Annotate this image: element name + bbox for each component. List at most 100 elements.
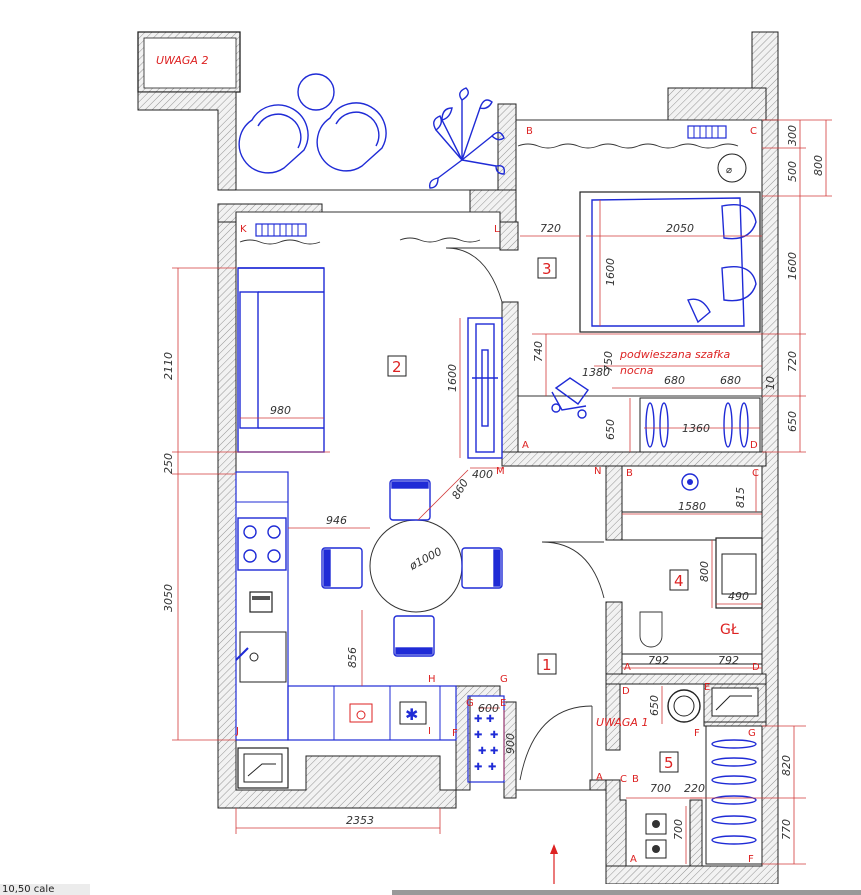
dim-650-bath: 650 (648, 695, 661, 716)
svg-text:A: A (624, 662, 631, 673)
dim-820: 820 (780, 755, 793, 776)
svg-text:✚: ✚ (488, 762, 496, 773)
curtains (239, 143, 739, 245)
storage-room (645, 725, 763, 865)
dim-1360: 1360 (682, 422, 710, 435)
bedroom: ⌀ (551, 153, 761, 453)
dim-900: 900 (504, 733, 517, 754)
svg-text:✚: ✚ (474, 714, 482, 725)
dim-300: 300 (786, 125, 799, 146)
svg-text:F: F (452, 728, 458, 739)
dim-3050: 3050 (162, 584, 175, 612)
svg-text:M: M (496, 466, 505, 477)
dim-750: 750 (602, 351, 615, 372)
uwaga2-label: UWAGA 2 (156, 54, 208, 67)
svg-text:E: E (704, 682, 710, 693)
dim-650-wardrobe: 650 (604, 419, 617, 440)
dim-400: 400 (472, 468, 493, 481)
gl-label: GŁ (720, 622, 739, 638)
dim-740: 740 (532, 341, 545, 362)
dim-1580: 1580 (678, 500, 706, 513)
dim-1600-bed: 1600 (604, 258, 617, 286)
dim-1380: 1380 (582, 366, 610, 379)
svg-text:K: K (240, 224, 247, 235)
dim-700-a: 700 (650, 782, 671, 795)
dim-1000: ø1000 (406, 545, 444, 573)
kitchen: ✱ (235, 471, 457, 741)
dim-792-b: 792 (718, 654, 739, 667)
svg-text:G: G (500, 674, 508, 685)
point-letters: A B C D K L M N B C A D D E F G H I J G … (235, 126, 760, 865)
dim-815: 815 (734, 487, 747, 508)
uwaga1-label: UWAGA 1 (596, 716, 648, 729)
dim-800-bath: 800 (698, 561, 711, 582)
tv-stand (467, 317, 503, 459)
dim-10: 10 (764, 376, 777, 390)
svg-text:✱: ✱ (405, 705, 418, 724)
dim-500: 500 (786, 161, 799, 182)
dim-720-bed: 720 (540, 222, 561, 235)
sofa (237, 267, 325, 453)
room-5-number: 5 (664, 754, 674, 772)
dim-680-b: 680 (720, 374, 741, 387)
svg-text:L: L (494, 224, 500, 235)
svg-text:B: B (526, 126, 533, 137)
svg-text:D: D (750, 440, 758, 451)
svg-text:C: C (750, 126, 757, 137)
dim-1600-right: 1600 (786, 252, 799, 280)
svg-text:A: A (630, 854, 637, 865)
dim-946: 946 (326, 514, 347, 527)
bathroom (622, 473, 763, 723)
svg-text:B: B (626, 468, 633, 479)
entry-cabinet: ✚✚ ✚✚ ✚✚ ✚✚ (467, 695, 505, 783)
zoom-status: 10,50 cale (0, 884, 90, 895)
dim-980: 980 (270, 404, 291, 417)
svg-text:B: B (632, 774, 639, 785)
dim-680-a: 680 (664, 374, 685, 387)
svg-text:✚: ✚ (478, 746, 486, 757)
dimension-texts: 2110 250 3050 980 1600 400 860 946 ø1000… (162, 125, 825, 840)
dim-250: 250 (162, 453, 175, 474)
svg-text:G: G (748, 728, 756, 739)
svg-text:F: F (748, 854, 754, 865)
svg-text:I: I (428, 726, 431, 737)
cabinet-label-2: nocna (620, 364, 654, 377)
doors (445, 247, 605, 781)
dim-2110: 2110 (162, 352, 175, 380)
svg-text:A: A (596, 772, 603, 783)
radiators (255, 125, 727, 237)
plant-icon (428, 87, 506, 189)
room-3-number: 3 (542, 260, 552, 278)
svg-text:N: N (594, 466, 601, 477)
entry-arrow-icon (550, 844, 558, 884)
dim-2353: 2353 (346, 814, 374, 827)
dim-220: 220 (684, 782, 705, 795)
text-labels: UWAGA 2 UWAGA 1 GŁ podwieszana szafka no… (156, 54, 739, 729)
dim-800-top: 800 (812, 155, 825, 176)
dim-720-right: 720 (786, 351, 799, 372)
horizontal-scrollbar[interactable] (392, 890, 861, 895)
svg-text:F: F (694, 728, 700, 739)
svg-text:D: D (752, 662, 760, 673)
svg-text:C: C (620, 774, 627, 785)
dim-490: 490 (728, 590, 749, 603)
dim-860: 860 (449, 477, 471, 502)
svg-text:E: E (500, 698, 506, 709)
svg-text:A: A (522, 440, 529, 451)
dim-770: 770 (780, 819, 793, 840)
svg-text:✚: ✚ (486, 714, 494, 725)
dim-856: 856 (346, 647, 359, 668)
balcony-furniture (238, 73, 506, 189)
room-numbers: 1 2 3 4 5 (387, 257, 689, 773)
svg-text:D: D (622, 686, 630, 697)
cabinet-label-1: podwieszana szafka (619, 348, 730, 361)
svg-text:✚: ✚ (490, 746, 498, 757)
dim-650-right: 650 (786, 411, 799, 432)
svg-text:✚: ✚ (490, 730, 498, 741)
dining-set (321, 479, 503, 657)
svg-text:C: C (752, 468, 759, 479)
svg-text:J: J (235, 726, 239, 737)
dimension-lines (172, 119, 832, 865)
svg-text:H: H (428, 674, 436, 685)
